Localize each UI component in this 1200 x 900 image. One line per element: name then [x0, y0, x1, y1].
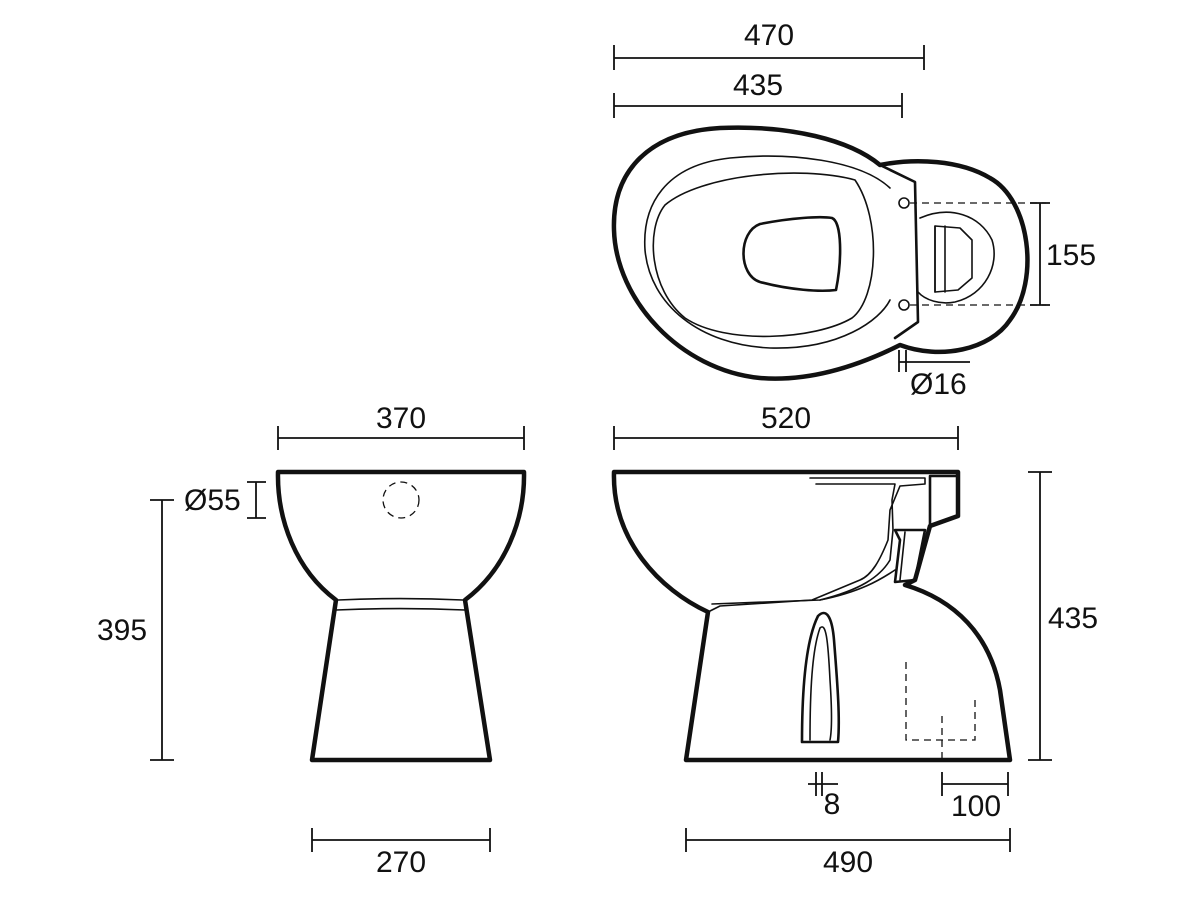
side-dimension-490: 490 — [685, 828, 1011, 879]
side-rim-inner — [815, 483, 896, 601]
dim-label-inlet: Ø55 — [184, 484, 241, 517]
dim-label-435-top: 435 — [733, 69, 783, 102]
dim-label-155: 155 — [1046, 239, 1096, 272]
dim-label-370: 370 — [376, 402, 426, 435]
front-inlet-circle — [382, 481, 420, 519]
front-outline — [275, 469, 527, 763]
side-view — [611, 469, 1013, 763]
side-drain-inner — [809, 626, 833, 741]
front-dimension-inlet: Ø55 — [184, 481, 266, 519]
plan-outer-rim — [611, 125, 1030, 381]
plan-seat-plate — [878, 163, 920, 340]
side-hidden-outlet — [905, 662, 976, 741]
side-outlet-pipe — [893, 528, 927, 584]
dim-label-395: 395 — [97, 614, 147, 647]
side-cistern-block — [928, 474, 960, 528]
plan-dimension-470: 470 — [613, 19, 925, 70]
dim-label-435-side: 435 — [1048, 602, 1098, 635]
dim-label-100: 100 — [951, 790, 1001, 823]
dim-label-520: 520 — [761, 402, 811, 435]
front-dimension-395: 395 — [97, 499, 174, 761]
side-drain-leg — [800, 611, 841, 744]
dim-label-hole: Ø16 — [910, 368, 967, 401]
outlet-pipe-line — [899, 531, 906, 581]
side-dimension-520: 520 — [613, 402, 959, 450]
dim-label-270: 270 — [376, 846, 426, 879]
plan-inner-bowl — [643, 155, 891, 349]
fixing-hole-bottom — [898, 299, 910, 311]
side-waist — [711, 569, 896, 605]
plan-drain — [742, 215, 842, 293]
dim-label-490: 490 — [823, 846, 873, 879]
plan-view — [611, 125, 1046, 381]
side-rim — [707, 477, 926, 613]
side-dimension-435: 435 — [1028, 471, 1098, 761]
front-waist-band — [335, 597, 466, 611]
dim-label-8: 8 — [824, 788, 841, 821]
dim-label-470: 470 — [744, 19, 794, 52]
front-view — [275, 469, 527, 763]
plan-dimension-hole: Ø16 — [898, 350, 970, 401]
plan-dimension-155: 155 — [1030, 202, 1096, 306]
side-dimension-100: 100 — [941, 772, 1009, 823]
side-outline — [611, 469, 1013, 763]
front-dimension-370: 370 — [277, 402, 525, 450]
front-dimension-270: 270 — [311, 828, 491, 879]
plan-trap-outline — [917, 211, 995, 304]
plan-dimension-435: 435 — [613, 69, 903, 118]
side-dimension-8: 8 — [808, 772, 840, 821]
fixing-hole-top — [898, 197, 910, 209]
plan-basin-inner — [652, 172, 875, 338]
plan-trap-inner — [934, 225, 973, 293]
